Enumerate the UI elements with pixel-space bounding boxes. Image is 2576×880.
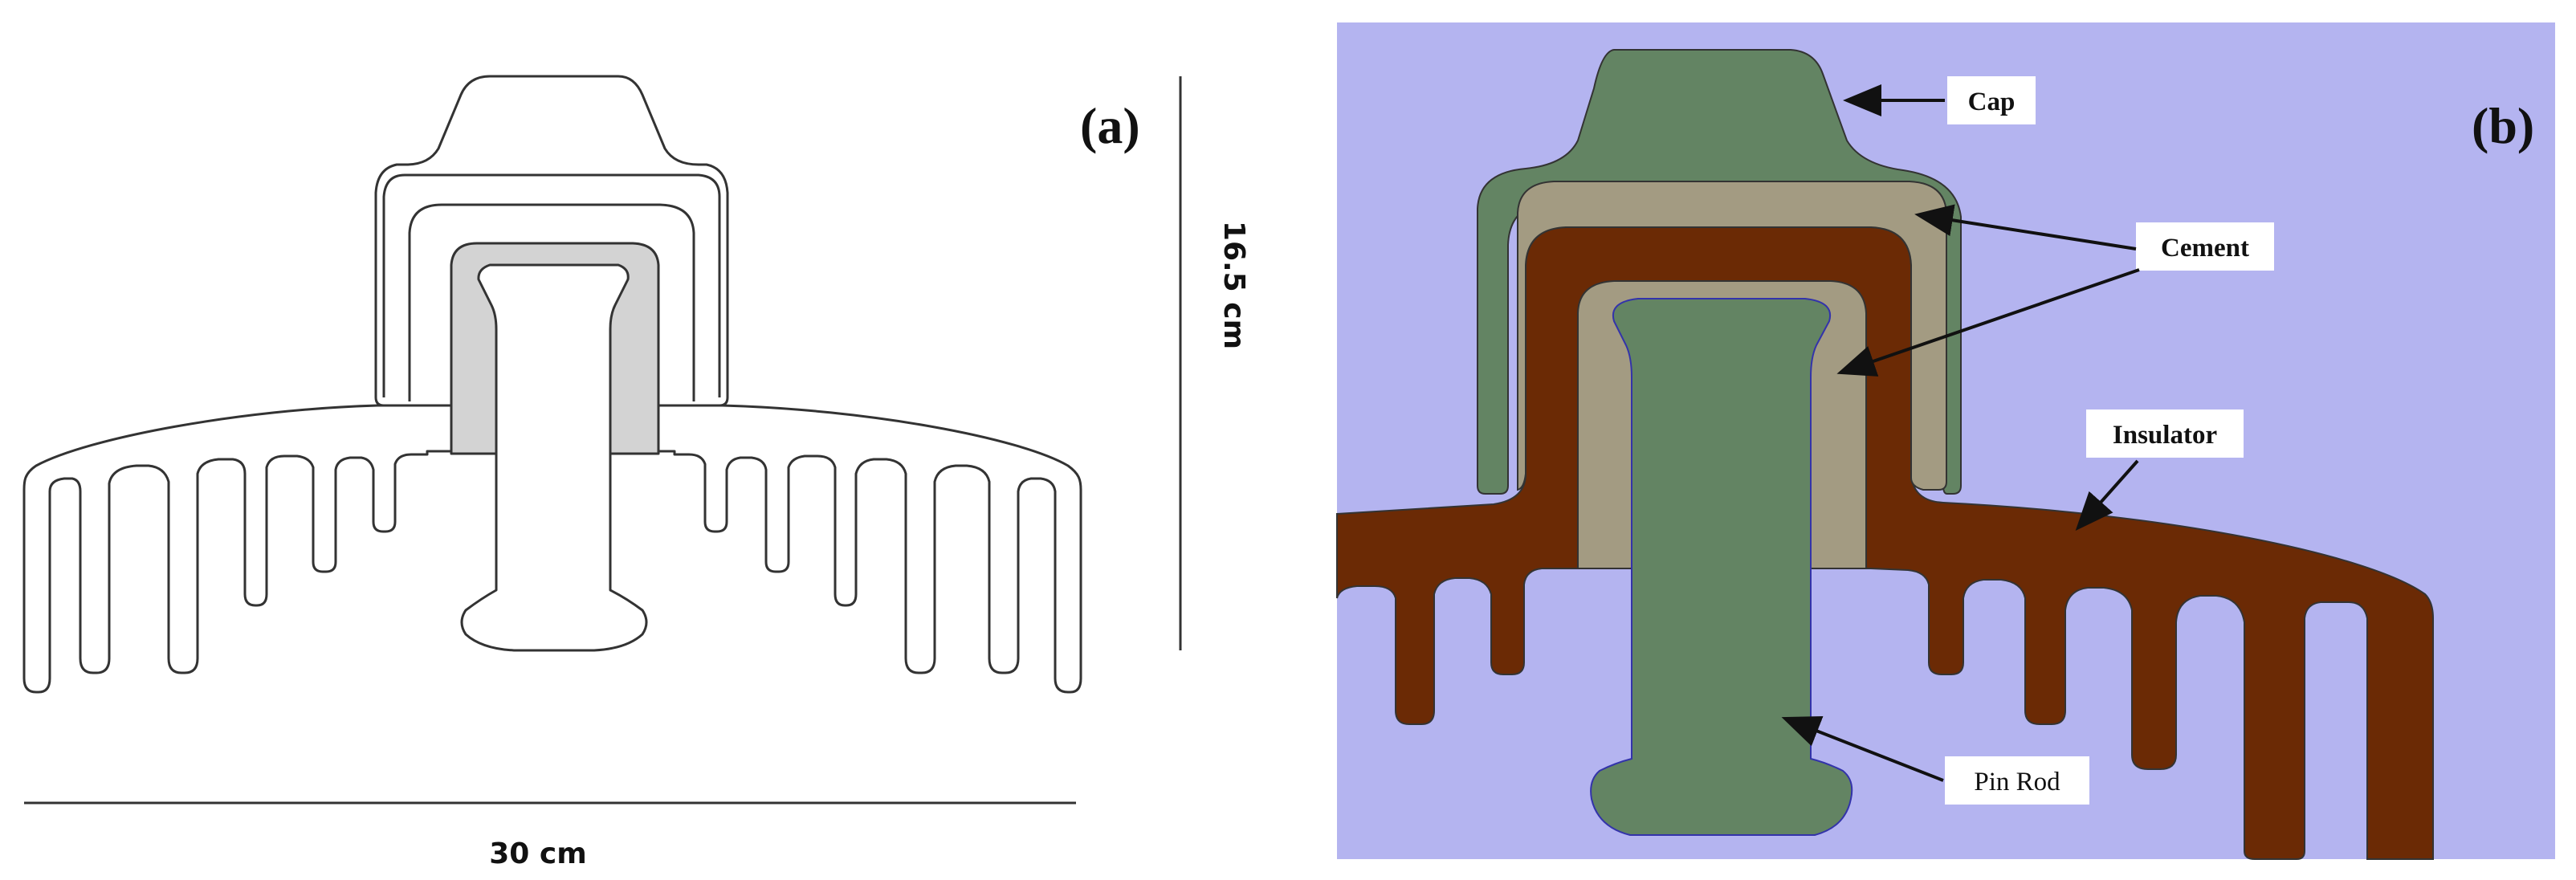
- cement-label-box: [2136, 222, 2274, 271]
- cement-arrow-inner: [1836, 268, 2140, 377]
- pin-rod-label: Pin Rod: [1974, 768, 2060, 796]
- panel-b-tag: (b): [2472, 97, 2534, 154]
- pin-rod-label-box: [1945, 756, 2089, 805]
- pin-rod-outline-a: [460, 263, 648, 652]
- pin-rod-body: [1590, 298, 1853, 836]
- panel-a-tag: (a): [1080, 97, 1140, 154]
- insulator-arrow: [2075, 459, 2139, 531]
- insulator-label-box: [2086, 409, 2244, 458]
- width-dimension-label: 30 cm: [489, 837, 586, 870]
- cement-label: Cement: [2161, 234, 2249, 263]
- cap-label-box: [1947, 76, 2036, 124]
- pin-rod-arrow: [1781, 715, 1944, 782]
- height-dimension-label: 16.5 cm: [1217, 221, 1250, 349]
- cement-outer-layer: [1517, 181, 1947, 491]
- panel-b-section: [1336, 22, 2555, 860]
- panel-a-drawing: [22, 75, 1082, 694]
- cap-inner-line-a: [382, 173, 721, 397]
- insulator-label: Insulator: [2113, 421, 2217, 450]
- cap-label: Cap: [1968, 88, 2016, 116]
- cement-arrow-outer: [1914, 204, 2137, 251]
- insulator-outline-a: [22, 404, 1082, 694]
